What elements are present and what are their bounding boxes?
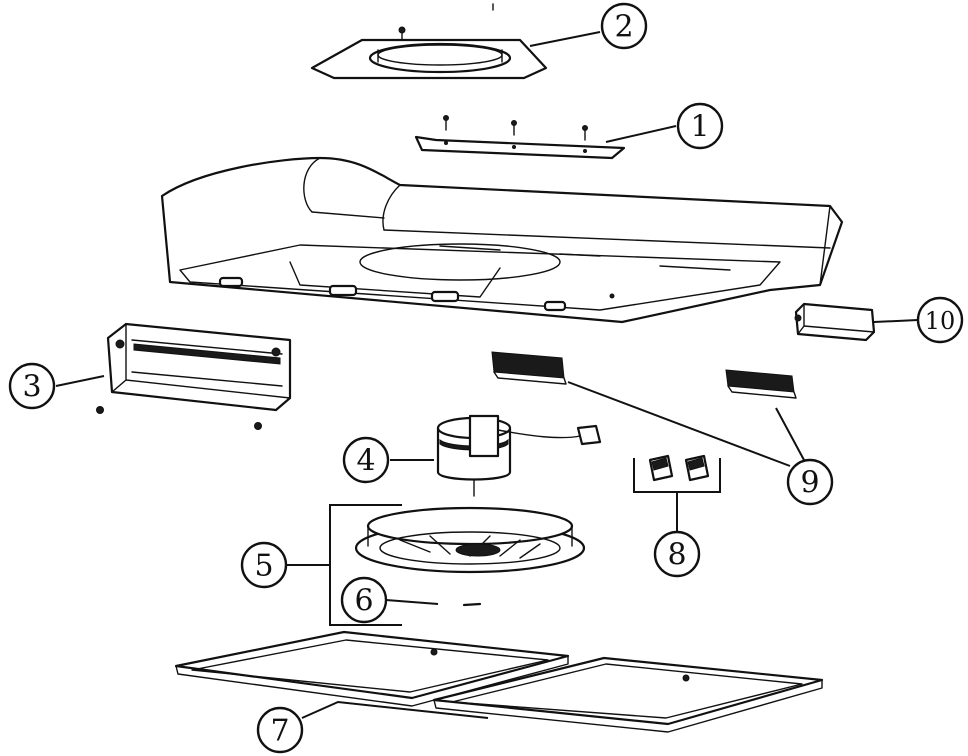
part-1-cover-plate (414, 115, 626, 160)
callout-7: 7 (256, 706, 304, 754)
callout-5: 5 (240, 541, 288, 589)
svg-text:7: 7 (270, 714, 289, 749)
callout-2: 2 (600, 2, 648, 50)
callout-4: 4 (342, 436, 390, 484)
leader-6 (385, 599, 439, 605)
part-4-motor (436, 414, 602, 497)
svg-text:3: 3 (22, 370, 41, 405)
part-3-bracket-box (96, 322, 292, 430)
callout-9: 9 (786, 458, 834, 506)
part-8-lamp-sockets (633, 454, 721, 532)
leader-7 (301, 700, 489, 719)
svg-text:8: 8 (667, 538, 686, 573)
callout-6: 6 (340, 576, 388, 624)
svg-text:5: 5 (254, 549, 273, 584)
leader-3 (55, 375, 105, 387)
leader-2 (529, 31, 601, 47)
callout-3: 3 (8, 362, 56, 410)
svg-text:4: 4 (356, 444, 375, 479)
leader-10 (873, 319, 919, 323)
callout-8: 8 (653, 530, 701, 578)
leader-9b (775, 407, 805, 461)
svg-text:9: 9 (800, 466, 819, 501)
svg-text:10: 10 (925, 307, 956, 335)
callout-10: 10 (916, 296, 964, 344)
svg-text:1: 1 (690, 110, 709, 145)
part-7-grease-filters (174, 630, 824, 733)
range-hood-body (160, 156, 844, 324)
part-2-duct-collar (310, 3, 548, 80)
callout-1: 1 (676, 102, 724, 150)
part-5-blower-wheel (354, 506, 586, 574)
part-9-light-fixtures (491, 351, 797, 399)
leader-9a (567, 381, 791, 467)
part-6-clip (462, 602, 482, 607)
part-10-junction-box (794, 302, 876, 342)
svg-text:2: 2 (614, 10, 633, 45)
leader-1 (605, 125, 677, 143)
svg-text:6: 6 (354, 584, 373, 619)
